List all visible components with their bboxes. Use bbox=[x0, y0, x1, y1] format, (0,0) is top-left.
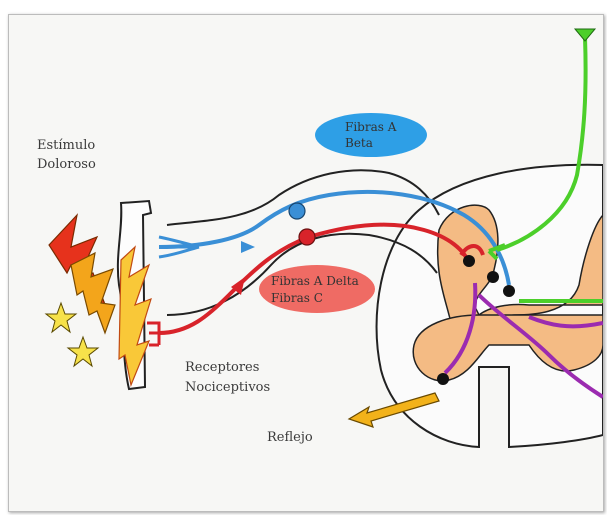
red-fiber-terminal bbox=[463, 255, 475, 267]
lightning-bolt-icon-orange bbox=[71, 253, 115, 333]
label-fibras-a-delta: Fibras A Delta bbox=[271, 274, 359, 288]
green-fiber-arrowhead-icon bbox=[575, 29, 595, 41]
blue-fiber-arrow-icon bbox=[241, 241, 255, 253]
motor-neuron-cell bbox=[437, 373, 449, 385]
label-nociceptivos: Nociceptivos bbox=[185, 380, 270, 395]
blue-fiber-terminal bbox=[503, 285, 515, 297]
diagram-frame: Estímulo Doloroso Fibras A Beta Fibras A… bbox=[8, 14, 604, 512]
label-fibras-c: Fibras C bbox=[271, 291, 323, 305]
label-receptores: Receptores bbox=[185, 360, 259, 375]
blue-fiber-ganglion-cell bbox=[289, 203, 305, 219]
label-estimulo: Estímulo bbox=[37, 138, 95, 153]
interneuron-cell bbox=[487, 271, 499, 283]
star-icon-1 bbox=[46, 303, 76, 332]
label-fibras-a-beta-2: Beta bbox=[345, 136, 373, 150]
label-reflejo: Reflejo bbox=[267, 430, 313, 445]
blue-fiber-a-beta-receptor bbox=[159, 237, 199, 257]
red-fiber-ganglion-cell bbox=[299, 229, 315, 245]
fibras-a-delta-ellipse bbox=[259, 265, 375, 313]
label-fibras-a-beta-1: Fibras A bbox=[345, 120, 397, 134]
pain-pathway-diagram: Estímulo Doloroso Fibras A Beta Fibras A… bbox=[9, 15, 603, 511]
label-doloroso: Doloroso bbox=[37, 157, 96, 172]
star-icon-2 bbox=[68, 337, 98, 366]
